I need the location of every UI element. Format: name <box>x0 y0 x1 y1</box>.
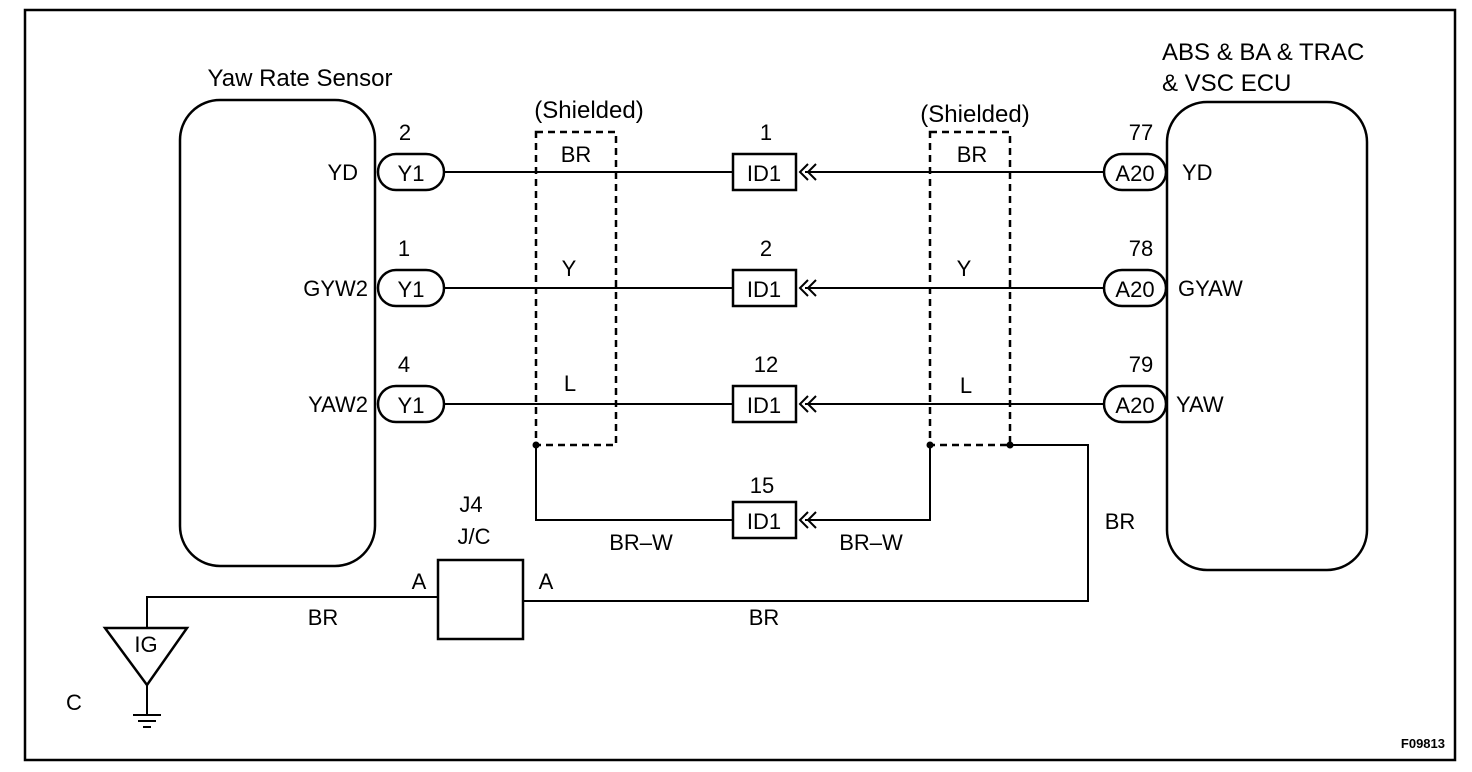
ecu-terminal-label: YD <box>1182 160 1213 185</box>
ecu-pin-number: 77 <box>1129 120 1153 145</box>
ecu-connector-yd <box>1102 152 1168 192</box>
connector-arrow-icon <box>798 511 817 529</box>
ecu-pin-number: 78 <box>1129 236 1153 261</box>
sensor-connector-gyw2 <box>376 268 446 308</box>
ecu-terminal-label: GYAW <box>1178 276 1243 301</box>
inline-connector-id1 <box>731 384 798 424</box>
inline-pin-number: 1 <box>760 120 772 145</box>
wire-color-label: Y <box>957 256 972 281</box>
wire-color-label: L <box>564 371 576 396</box>
inline-pin-number: 12 <box>754 352 778 377</box>
junction-name-line2: J/C <box>458 524 491 549</box>
connector-arrow-icon <box>798 279 817 297</box>
sensor-connector-label: Y1 <box>398 277 425 302</box>
ecu-pin-number: 79 <box>1129 352 1153 377</box>
ground-symbol-icon <box>133 714 161 728</box>
wire-color-label: BR <box>308 605 339 630</box>
sensor-pin-number: 4 <box>398 352 410 377</box>
inline-connector-id1 <box>731 268 798 308</box>
sensor-connector-yd <box>376 152 446 192</box>
inline-connector-id1 <box>731 152 798 192</box>
wire-color-label: BR–W <box>839 530 903 555</box>
wire-color-label: L <box>960 373 972 398</box>
junction-pin-left: A <box>412 569 427 594</box>
ecu-terminal-label: YAW <box>1176 392 1224 417</box>
ground-point-triangle <box>102 626 190 688</box>
shield-right-label: (Shielded) <box>920 101 1029 128</box>
ecu-box <box>1165 100 1369 572</box>
yaw-rate-sensor-box <box>178 98 377 568</box>
inline-connector-label: ID1 <box>747 277 781 302</box>
junction-name-line1: J4 <box>459 492 482 517</box>
sensor-pin-number: 2 <box>399 120 411 145</box>
inline-connector-label: ID1 <box>747 161 781 186</box>
sensor-terminal-label: YD <box>327 160 358 185</box>
wire-color-label: BR <box>1105 509 1136 534</box>
connector-arrow-icon <box>798 163 817 181</box>
sensor-terminal-label: YAW2 <box>308 392 368 417</box>
sensor-connector-label: Y1 <box>398 393 425 418</box>
circuit-yaw: Y1 4 YAW2 L ID1 12 L A20 79 YAW <box>308 352 1224 424</box>
figure-code: F09813 <box>1401 736 1445 751</box>
inline-connector-label: ID1 <box>747 393 781 418</box>
sensor-pin-number: 1 <box>398 236 410 261</box>
sensor-name: Yaw Rate Sensor <box>208 65 393 92</box>
circuit-gyaw: Y1 1 GYW2 Y ID1 2 Y A20 78 GYAW <box>303 236 1243 308</box>
wire-color-label: BR <box>561 142 592 167</box>
ecu-connector-label: A20 <box>1115 161 1154 186</box>
inline-pin-number: 15 <box>750 473 774 498</box>
ground-location-ref: C <box>66 690 82 715</box>
ground-point-label: IG <box>134 632 157 657</box>
junction-pin-right: A <box>539 569 554 594</box>
circuit-yd: Y1 2 YD BR ID1 1 BR A20 77 YD <box>327 120 1213 192</box>
ecu-name-line1: ABS & BA & TRAC <box>1162 39 1364 66</box>
ground-circuit: BR BR BR J4 J/C A A IG C <box>66 444 1136 728</box>
wire-color-label: BR <box>957 142 988 167</box>
shield-drain-circuit: ID1 15 BR–W BR–W <box>532 441 1014 555</box>
inline-connector-label: ID1 <box>747 509 781 534</box>
wire-color-label: BR–W <box>609 530 673 555</box>
diagram-frame <box>23 8 1457 762</box>
wire-color-label: BR <box>749 605 780 630</box>
sensor-connector-yaw2 <box>376 384 446 424</box>
wire-color-label: Y <box>562 256 577 281</box>
ecu-connector-label: A20 <box>1115 277 1154 302</box>
connector-arrow-icon <box>798 395 817 413</box>
inline-connector-id1 <box>731 500 798 540</box>
inline-pin-number: 2 <box>760 236 772 261</box>
ecu-connector-gyaw <box>1102 268 1168 308</box>
junction-connector-box <box>436 558 525 641</box>
ecu-connector-label: A20 <box>1115 393 1154 418</box>
ecu-connector-yaw <box>1102 384 1168 424</box>
shield-left-label: (Shielded) <box>534 97 643 124</box>
sensor-connector-label: Y1 <box>398 161 425 186</box>
sensor-terminal-label: GYW2 <box>303 276 368 301</box>
ecu-name-line2: & VSC ECU <box>1162 70 1291 97</box>
